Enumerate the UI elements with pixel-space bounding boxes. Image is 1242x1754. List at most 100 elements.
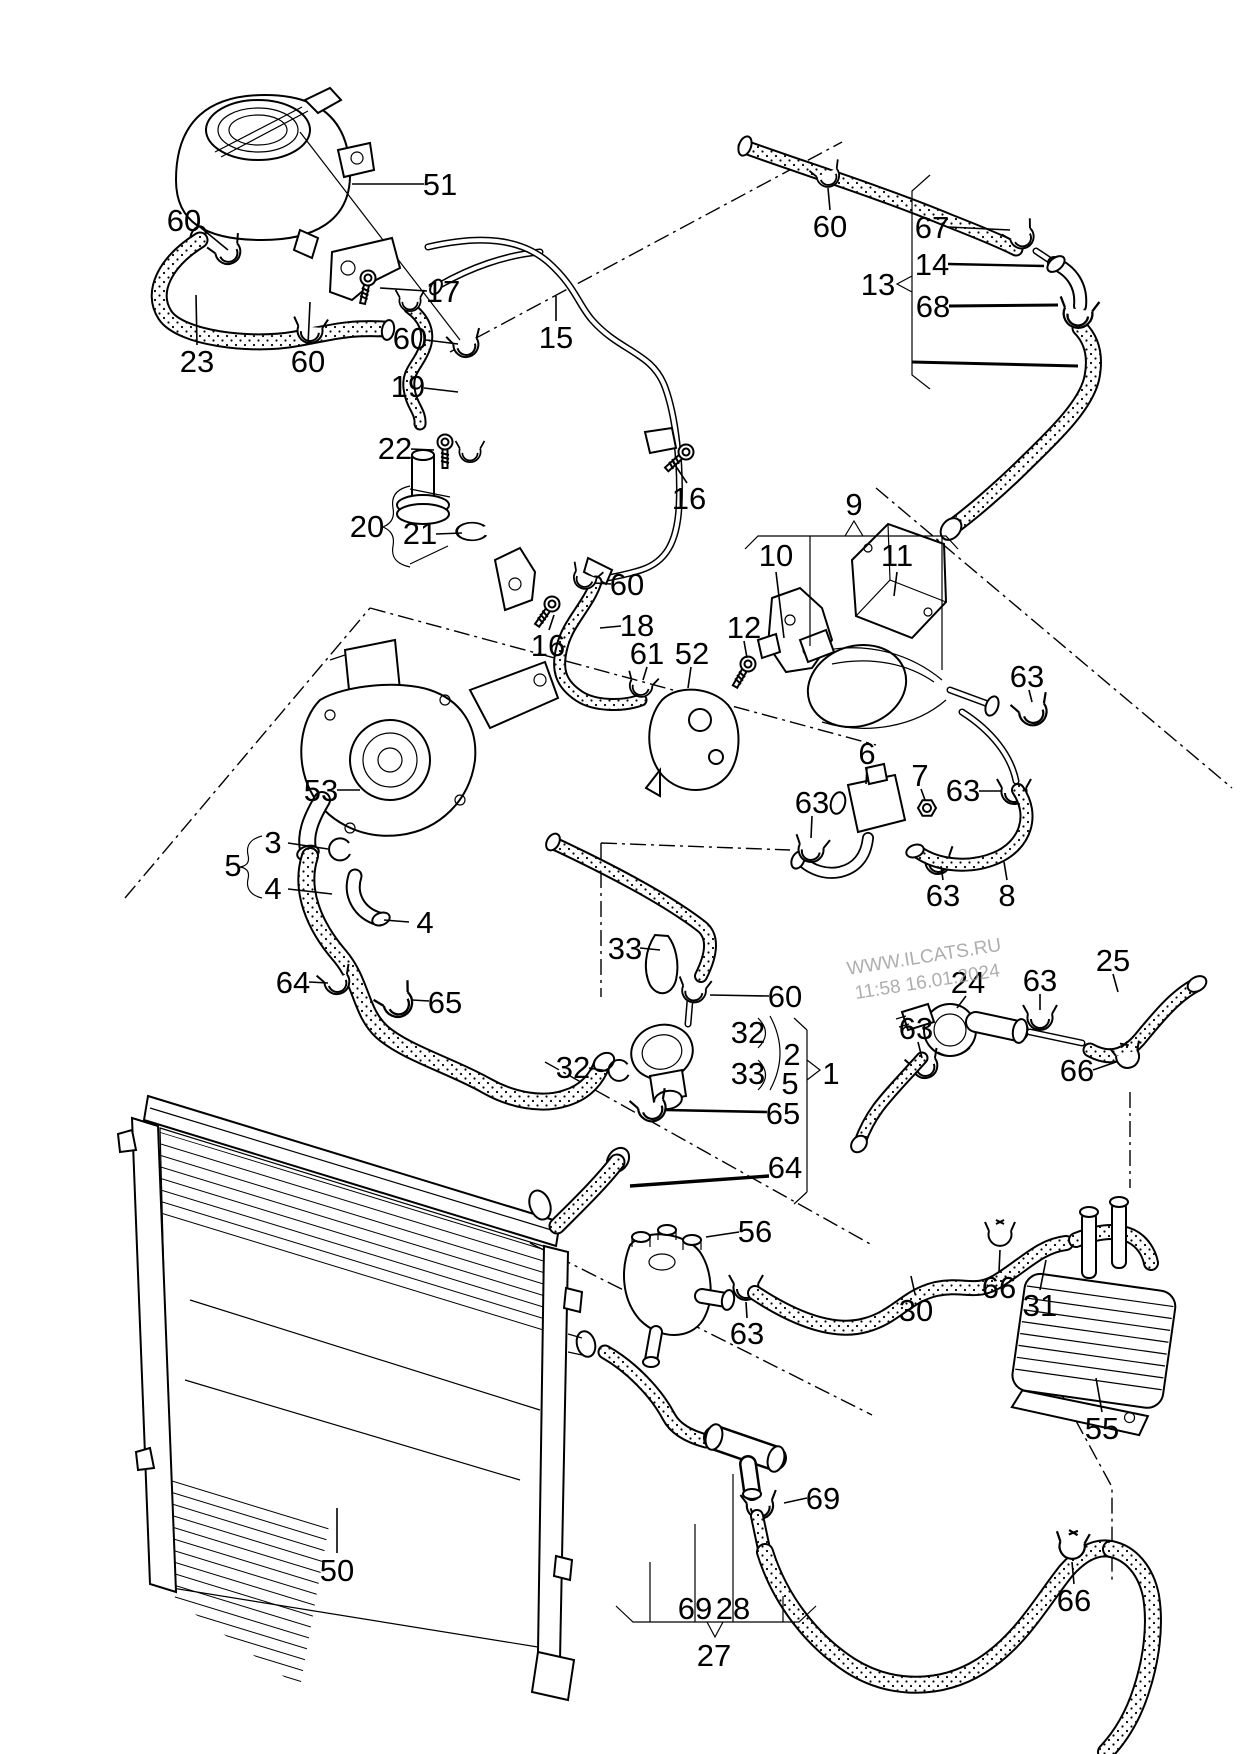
callout-10: 10 [759, 538, 793, 573]
leader-line-63 [917, 1041, 923, 1059]
leader-line-23 [195, 294, 198, 346]
hose-clamp-63 [1009, 691, 1057, 732]
callout-67: 67 [915, 210, 949, 245]
spring-clip-66 [984, 1219, 1016, 1247]
callout-12: 12 [727, 610, 761, 645]
leader-line-12 [743, 640, 748, 659]
screw-16 [529, 592, 564, 631]
callout-66: 66 [1057, 1583, 1091, 1618]
leader-line-60 [307, 301, 311, 346]
callout-28: 28 [716, 1591, 750, 1626]
leader-line-60 [199, 226, 229, 251]
leader-line-25 [1112, 973, 1119, 993]
o-ring-32 [607, 1058, 630, 1082]
tank-hose [159, 240, 396, 342]
hose-below-thermostat [557, 1146, 631, 1226]
callout-60: 60 [768, 979, 802, 1014]
leader-line-69 [783, 1497, 808, 1504]
o-ring-3 [328, 837, 351, 862]
leader-line-60 [425, 339, 459, 345]
callout-4: 4 [416, 905, 433, 940]
leader-line-17 [379, 287, 428, 292]
callout-5: 5 [781, 1066, 798, 1101]
callout-33: 33 [608, 931, 642, 966]
changeover-valve-24 [895, 1002, 1086, 1057]
leader-line-64 [308, 981, 329, 984]
callout-51: 51 [423, 167, 457, 202]
leader-line-10 [775, 571, 785, 639]
hose-27 [765, 1548, 1153, 1752]
bracket-27 [615, 1474, 817, 1639]
seal-ring-21 [455, 521, 488, 542]
callout-64: 64 [768, 1150, 802, 1185]
leader-line-8 [1003, 861, 1008, 881]
callout-64: 64 [276, 965, 310, 1000]
leader-line-60 [827, 187, 831, 211]
leader-line-3 [287, 842, 329, 850]
callout-69: 69 [678, 1591, 712, 1626]
hose-13 [737, 135, 1094, 541]
leader-line-6 [865, 766, 868, 785]
callout-63: 63 [1010, 659, 1044, 694]
water-pump-53 [296, 638, 560, 862]
hose-clamp-60 [454, 440, 486, 464]
t-connector-69 [703, 1423, 787, 1501]
bracket-1 [793, 1017, 821, 1205]
callout-50: 50 [320, 1553, 354, 1588]
leader-line-55 [1095, 1377, 1103, 1413]
thermostat-housing-2 [630, 1023, 694, 1111]
leader-line-32 [588, 1067, 609, 1072]
callout-66: 66 [982, 1270, 1016, 1305]
callout-60: 60 [167, 203, 201, 238]
bracket-13-leader [911, 360, 1079, 368]
connecting-pipe-4 [353, 876, 391, 928]
callout-14: 14 [915, 247, 949, 282]
callout-25: 25 [1096, 943, 1130, 978]
leader-line-22 [410, 448, 435, 451]
leader-line-16 [548, 614, 555, 631]
callout-18: 18 [620, 608, 654, 643]
callout-60: 60 [610, 567, 644, 602]
callout-9: 9 [845, 487, 862, 522]
bracket-20 [381, 485, 411, 568]
callout-33: 33 [731, 1056, 765, 1091]
callout-53: 53 [304, 773, 338, 808]
callout-60: 60 [393, 321, 427, 356]
radiator [116, 1094, 597, 1702]
callout-3: 3 [264, 825, 281, 860]
valve-56 [623, 1224, 736, 1368]
leader-line-31 [1039, 1259, 1047, 1291]
leader-line-4 [287, 888, 333, 895]
screw-12 [727, 652, 760, 692]
leader-line-65 [411, 999, 430, 1002]
leader-line-66 [1071, 1561, 1075, 1585]
bracket-5 [239, 835, 263, 899]
callout-32: 32 [731, 1015, 765, 1050]
leader-line-33 [639, 947, 661, 951]
leader-line-60 [709, 994, 770, 997]
leader-line-56 [705, 1231, 740, 1238]
leader-line-60 [593, 582, 612, 585]
callout-30: 30 [899, 1293, 933, 1328]
nut-7 [917, 799, 937, 817]
leader-line-68 [948, 303, 1059, 308]
leader-line-4 [383, 919, 410, 923]
hose-24-lower [850, 1058, 922, 1154]
leader-line-7 [920, 788, 926, 801]
auxiliary-coolant-pump [798, 628, 1020, 785]
hose-clamp-60 [675, 975, 713, 1006]
callout-16: 16 [531, 628, 565, 663]
callout-23: 23 [180, 344, 214, 379]
hose-clamp-61 [622, 669, 660, 702]
callout-27: 27 [697, 1638, 731, 1673]
callout-4: 4 [264, 871, 281, 906]
callout-brackets [239, 174, 1079, 1639]
callout-5: 5 [224, 848, 241, 883]
leader-line-14 [947, 262, 1045, 268]
leader-line-24 [956, 995, 967, 1009]
hose-8 [905, 790, 1026, 865]
leader-line-21 [435, 532, 463, 535]
